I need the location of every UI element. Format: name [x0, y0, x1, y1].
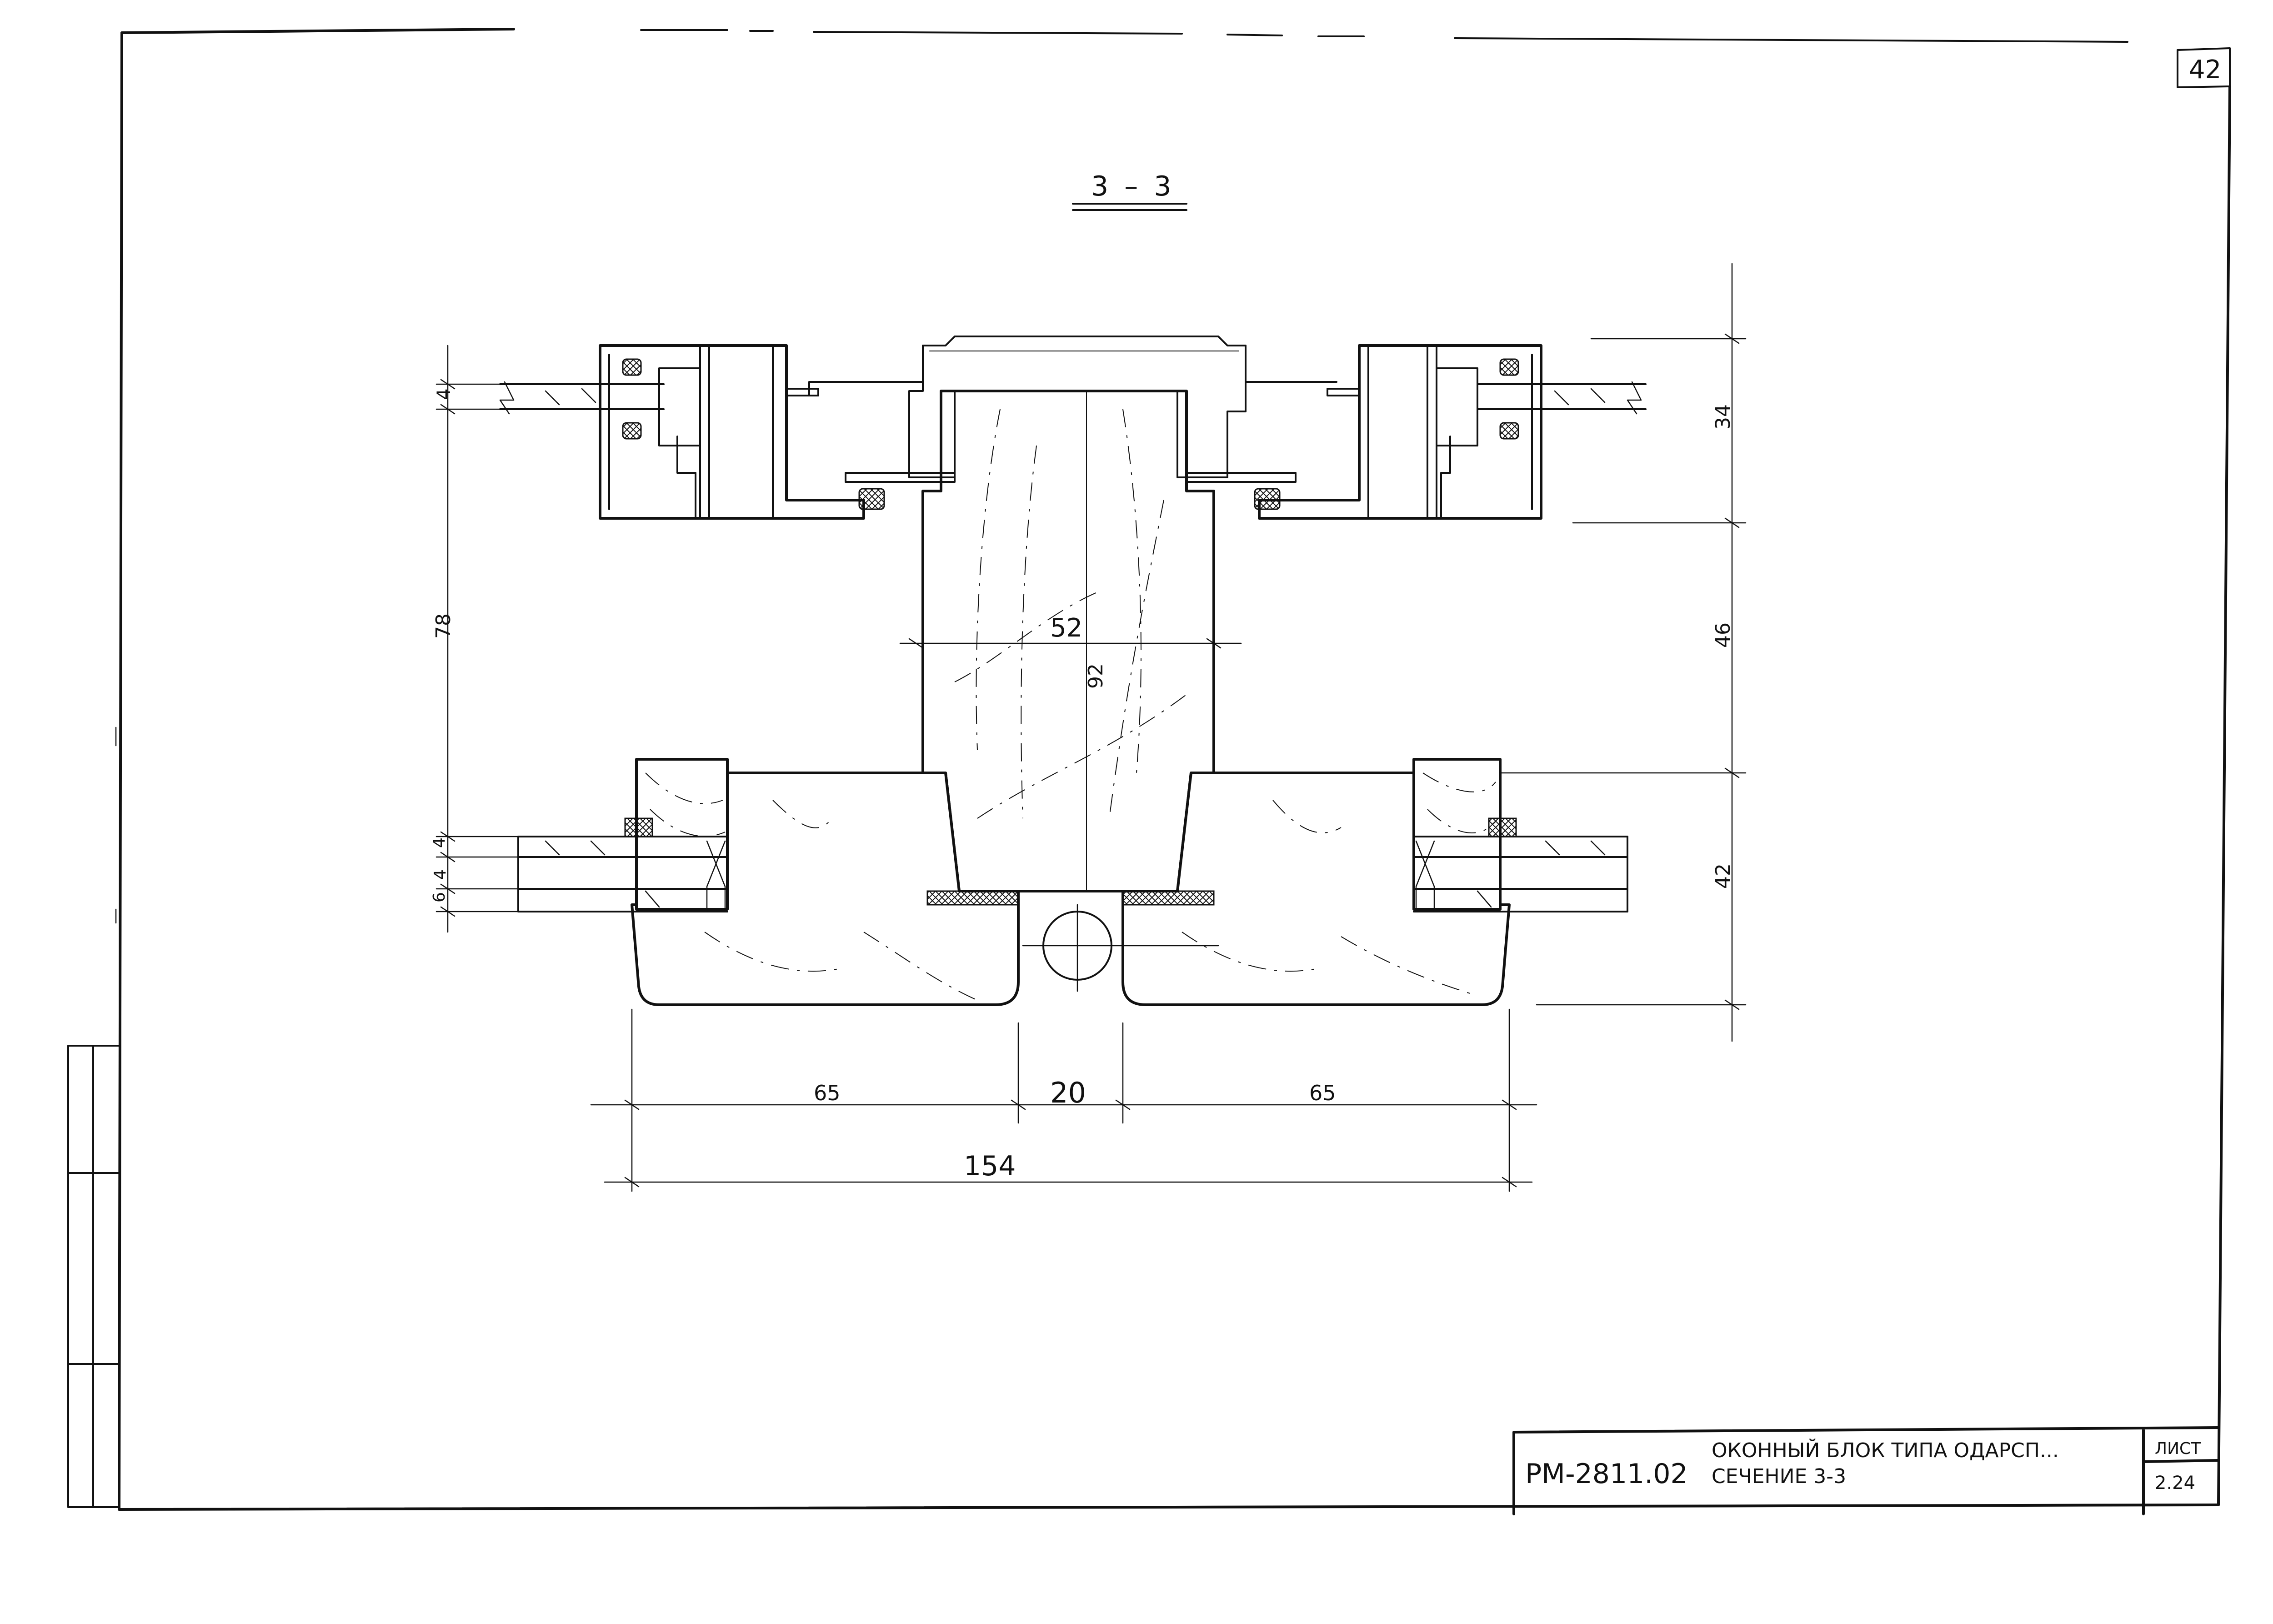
dim-left-lower-6: 6 [430, 892, 449, 902]
aluminium-cap [908, 336, 1247, 478]
sheet-number: 2.24 [2155, 1473, 2195, 1494]
dim-bottom-65-left: 65 [814, 1081, 841, 1105]
corner-number-box: 42 [2177, 47, 2231, 88]
sheet-label: ЛИСТ [2155, 1439, 2201, 1458]
left-aluminium-profile [599, 344, 956, 520]
right-lower-timber-frame [1121, 758, 1628, 1006]
dim-bottom-20: 20 [1050, 1076, 1086, 1109]
section-title-group: 3 – 3 [1072, 170, 1187, 211]
sheet-frame [67, 28, 2231, 1511]
drawing-code: РМ-2811.02 [1525, 1458, 1688, 1490]
corner-number: 42 [2189, 55, 2221, 85]
left-lower-timber-frame [517, 758, 1020, 1006]
section-title: 3 – 3 [1091, 170, 1175, 202]
right-aluminium-profile [1186, 344, 1542, 520]
dimension-lines [436, 263, 1747, 1192]
title-block: РМ-2811.02 ОКОННЫЙ БЛОК ТИПА ОДАРСП... С… [1512, 1426, 2220, 1515]
left-glass-pane [499, 381, 665, 415]
dim-left-78: 78 [432, 613, 455, 639]
dim-left-glass-4: 4 [434, 389, 455, 400]
dim-center-52: 52 [1050, 613, 1082, 643]
drawing-title-line1: ОКОННЫЙ БЛОК ТИПА ОДАРСП... [1712, 1438, 2059, 1462]
dim-right-34: 34 [1712, 404, 1735, 430]
right-glass-pane [1477, 381, 1647, 415]
drawing-title-line2: СЕЧЕНИЕ 3-3 [1712, 1465, 1846, 1488]
dimension-labels: 4 78 4 4 6 34 46 42 52 92 65 20 65 154 [430, 389, 1735, 1182]
dim-right-46: 46 [1712, 622, 1735, 648]
center-seals-and-hinge [926, 890, 1219, 992]
dim-left-lower-4: 4 [430, 837, 449, 848]
dim-bottom-65-right: 65 [1309, 1081, 1336, 1105]
dim-bottom-154: 154 [964, 1150, 1016, 1182]
central-timber-stile [921, 390, 1215, 892]
dim-right-42: 42 [1712, 863, 1735, 889]
dim-center-92: 92 [1084, 663, 1107, 689]
dim-left-lower-4b: 4 [431, 869, 450, 880]
